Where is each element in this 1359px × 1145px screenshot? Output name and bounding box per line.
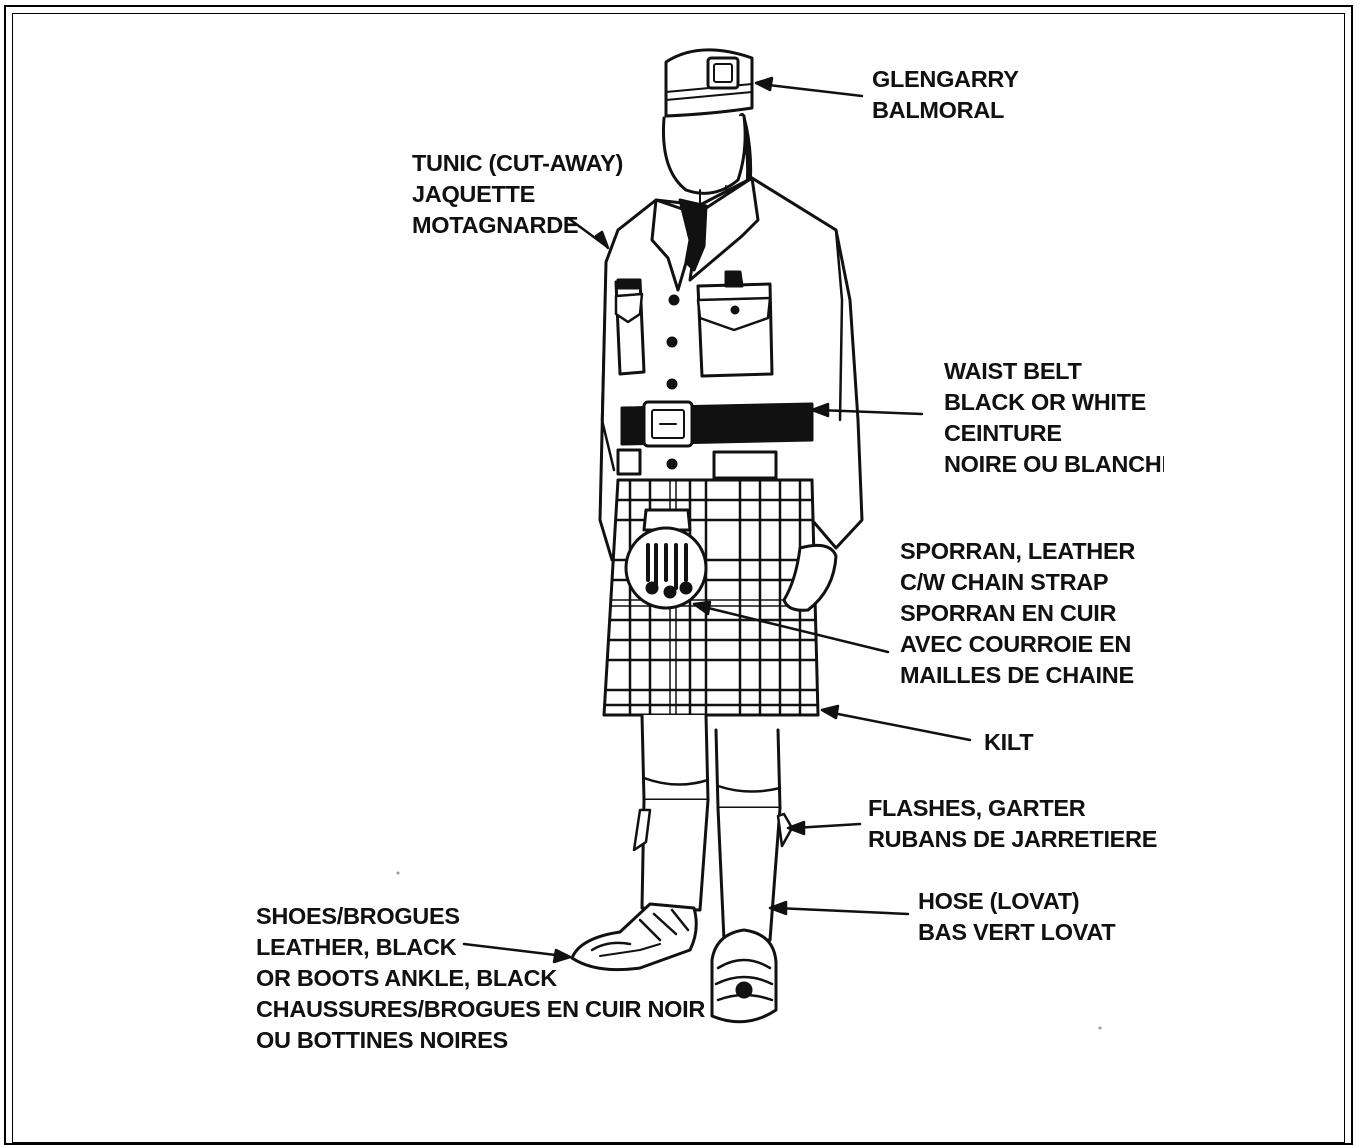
label-belt-line-3: CEINTURE bbox=[944, 418, 1164, 449]
label-tunic-line-2: JAQUETTE bbox=[412, 179, 623, 210]
label-tunic-line-3: MOTAGNARDE bbox=[412, 210, 623, 241]
label-sporran-line-1: SPORRAN, LEATHER bbox=[900, 536, 1135, 567]
label-shoes-line-4: CHAUSSURES/BROGUES EN CUIR NOIR bbox=[256, 994, 705, 1025]
label-hose-line-2: BAS VERT LOVAT bbox=[918, 917, 1115, 948]
label-flashes: FLASHES, GARTER RUBANS DE JARRETIERE bbox=[868, 793, 1157, 855]
label-glengarry-line-1: GLENGARRY bbox=[872, 64, 1019, 95]
label-waist-belt: WAIST BELT BLACK OR WHITE CEINTURE NOIRE… bbox=[944, 356, 1164, 480]
label-tunic: TUNIC (CUT-AWAY) JAQUETTE MOTAGNARDE bbox=[412, 148, 623, 241]
label-tunic-line-1: TUNIC (CUT-AWAY) bbox=[412, 148, 623, 179]
label-sporran: SPORRAN, LEATHER C/W CHAIN STRAP SPORRAN… bbox=[900, 536, 1135, 691]
waist-belt bbox=[622, 402, 812, 446]
label-belt-line-4: NOIRE OU BLANCHE bbox=[944, 449, 1164, 480]
label-belt-line-2: BLACK OR WHITE bbox=[944, 387, 1164, 418]
label-kilt-line-1: KILT bbox=[984, 727, 1033, 758]
label-hose: HOSE (LOVAT) BAS VERT LOVAT bbox=[918, 886, 1115, 948]
label-hose-line-1: HOSE (LOVAT) bbox=[918, 886, 1115, 917]
label-sporran-line-3: SPORRAN EN CUIR bbox=[900, 598, 1135, 629]
label-flashes-line-2: RUBANS DE JARRETIERE bbox=[868, 824, 1157, 855]
label-flashes-line-1: FLASHES, GARTER bbox=[868, 793, 1157, 824]
label-glengarry-line-2: BALMORAL bbox=[872, 95, 1019, 126]
label-shoes-line-2: LEATHER, BLACK bbox=[256, 932, 705, 963]
label-shoes-line-5: OU BOTTINES NOIRES bbox=[256, 1025, 705, 1056]
label-sporran-line-4: AVEC COURROIE EN bbox=[900, 629, 1135, 660]
label-shoes-line-3: OR BOOTS ANKLE, BLACK bbox=[256, 963, 705, 994]
label-shoes-line-1: SHOES/BROGUES bbox=[256, 901, 705, 932]
label-sporran-line-2: C/W CHAIN STRAP bbox=[900, 567, 1135, 598]
label-shoes: SHOES/BROGUES LEATHER, BLACK OR BOOTS AN… bbox=[256, 901, 705, 1056]
label-glengarry: GLENGARRY BALMORAL bbox=[872, 64, 1019, 126]
label-kilt: KILT bbox=[984, 727, 1033, 758]
label-belt-line-1: WAIST BELT bbox=[944, 356, 1164, 387]
label-sporran-line-5: MAILLES DE CHAINE bbox=[900, 660, 1135, 691]
